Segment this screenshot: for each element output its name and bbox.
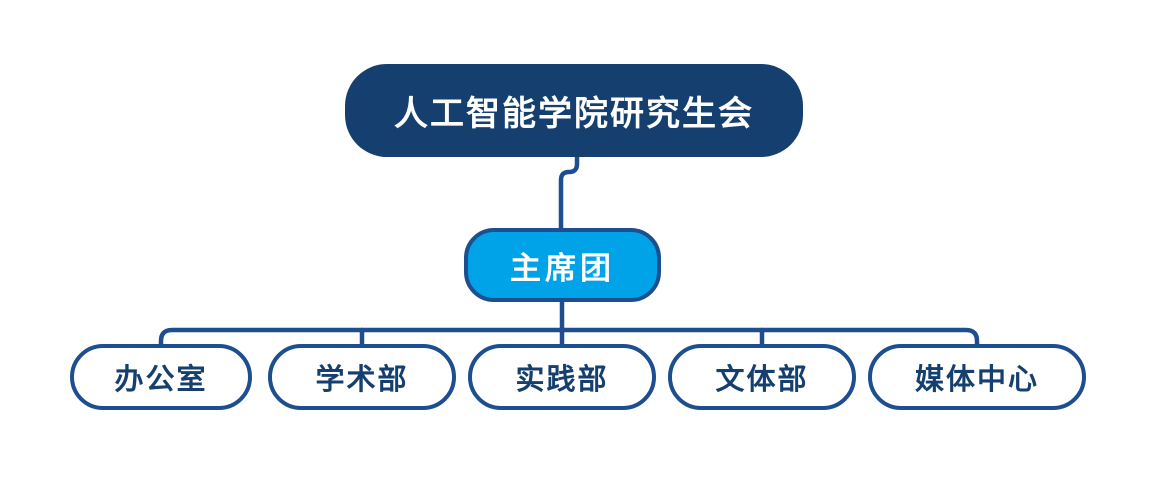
dept-node-label: 媒体中心 bbox=[914, 362, 1039, 396]
dept-node-academic: 学术部 bbox=[268, 344, 456, 410]
dept-node-practice: 实践部 bbox=[468, 344, 656, 410]
dept-node-media-center: 媒体中心 bbox=[868, 344, 1086, 410]
presidium-node-label: 主席团 bbox=[510, 250, 615, 287]
dept-node-label: 学术部 bbox=[315, 362, 409, 396]
dept-node-label: 办公室 bbox=[114, 362, 208, 396]
dept-node-label: 实践部 bbox=[515, 362, 609, 396]
connector-bus bbox=[158, 327, 980, 349]
dept-node-culture-sports: 文体部 bbox=[668, 344, 856, 410]
presidium-node: 主席团 bbox=[464, 228, 661, 302]
root-node-label: 人工智能学院研究生会 bbox=[394, 94, 754, 134]
dept-node-label: 文体部 bbox=[715, 362, 809, 396]
root-node: 人工智能学院研究生会 bbox=[345, 64, 803, 157]
connector-root-to-presidium bbox=[558, 147, 580, 235]
dept-node-office: 办公室 bbox=[70, 344, 252, 410]
